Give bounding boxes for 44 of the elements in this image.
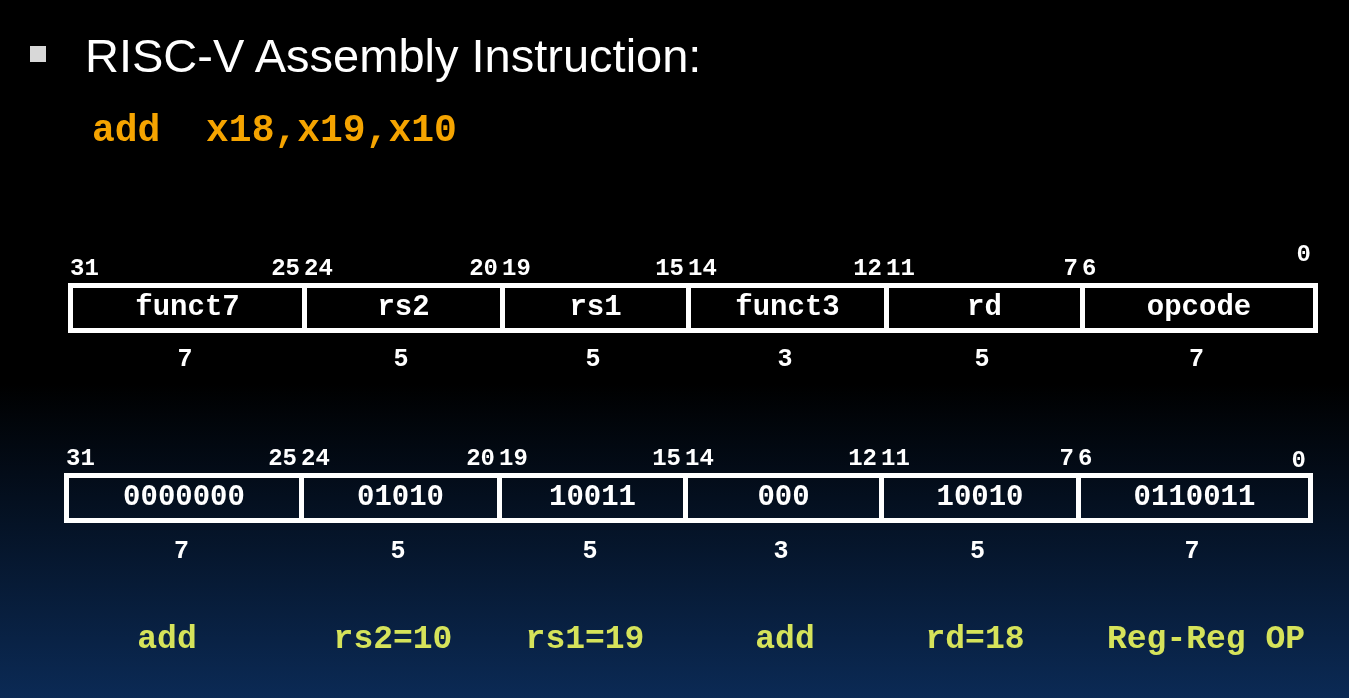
bit-position: 31 <box>70 256 99 282</box>
field-width: 3 <box>776 346 794 374</box>
bit-position: 6 <box>1082 256 1097 282</box>
field-width: 5 <box>969 538 986 566</box>
bit-position: 25 <box>270 256 300 282</box>
bit-position: 15 <box>654 256 684 282</box>
bit-position: 12 <box>847 446 877 472</box>
field-annotation: rs2=10 <box>332 622 454 658</box>
bit-position: 0 <box>1290 448 1306 474</box>
bit-position: 14 <box>685 446 714 472</box>
bit-position: 20 <box>468 256 498 282</box>
field-width: 7 <box>173 538 190 566</box>
bit-position: 20 <box>465 446 495 472</box>
field-annotation: add <box>136 622 198 658</box>
bit-position: 11 <box>886 256 915 282</box>
field-width: 5 <box>581 538 599 566</box>
title-text: RISC-V Assembly Instruction: <box>85 28 702 84</box>
field-width: 5 <box>584 346 602 374</box>
field-annotation: add <box>754 622 816 658</box>
bit-position: 25 <box>267 446 297 472</box>
bit-position: 14 <box>688 256 717 282</box>
field-width: 3 <box>772 538 790 566</box>
bit-position: 7 <box>1062 256 1078 282</box>
bit-position: 12 <box>852 256 882 282</box>
field-annotation: rd=18 <box>924 622 1026 658</box>
bit-position: 11 <box>881 446 910 472</box>
bit-position: 31 <box>66 446 95 472</box>
assembly-code: add x18,x19,x10 <box>92 110 457 152</box>
bit-position: 19 <box>499 446 528 472</box>
field-annotation: rs1=19 <box>524 622 646 658</box>
field-width: 7 <box>1188 346 1205 374</box>
field-annotation: Reg-Reg OP <box>1105 622 1306 658</box>
bit-position: 6 <box>1078 446 1093 472</box>
bit-position: 19 <box>502 256 531 282</box>
field-width: 7 <box>1183 538 1201 566</box>
field-width: 5 <box>973 346 991 374</box>
bit-position: 7 <box>1058 446 1074 472</box>
field-width: 7 <box>176 346 194 374</box>
bit-position: 0 <box>1295 242 1311 268</box>
bit-position: 15 <box>651 446 681 472</box>
field-width: 5 <box>392 346 410 374</box>
field-width: 5 <box>389 538 407 566</box>
bit-position: 24 <box>304 256 333 282</box>
bit-position: 24 <box>301 446 330 472</box>
